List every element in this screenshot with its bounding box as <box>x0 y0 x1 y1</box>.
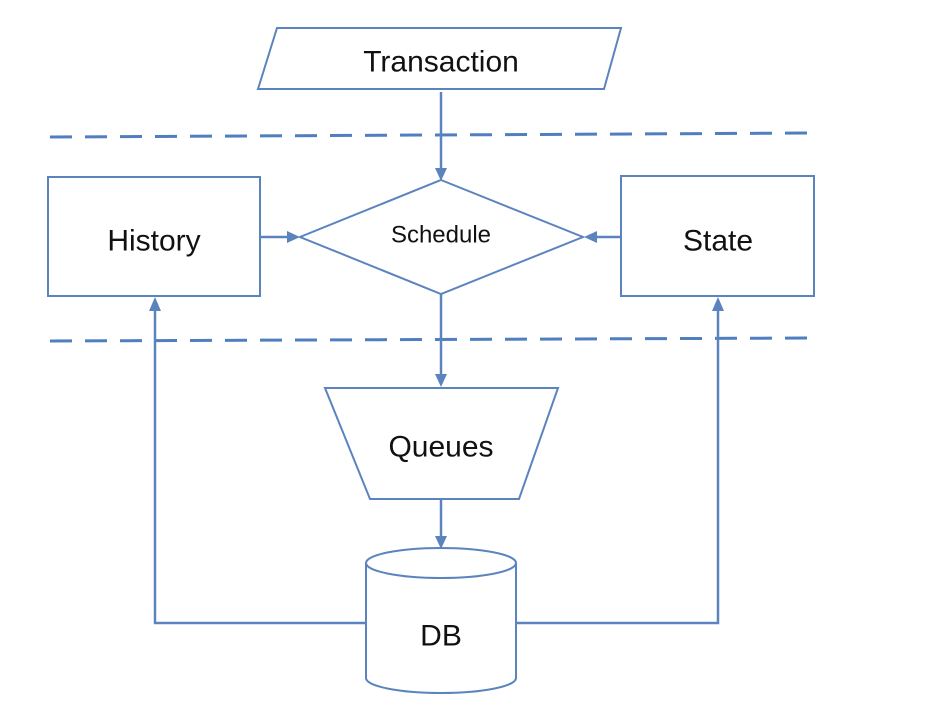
db-top-shape <box>365 547 517 579</box>
schedule-shape <box>297 178 586 296</box>
state-node: State <box>620 175 815 297</box>
transaction-node: Transaction <box>256 27 623 90</box>
transaction-label: Transaction <box>363 46 519 79</box>
db-label: DB <box>420 620 462 653</box>
lower-divider <box>49 336 816 343</box>
schedule-to-queues-arrowhead <box>435 374 447 387</box>
transaction-to-schedule-arrowhead <box>435 168 447 181</box>
schedule-node: Schedule <box>297 178 586 296</box>
db-to-history-connector <box>153 309 366 625</box>
db-node: DB <box>365 547 517 694</box>
history-shape <box>47 176 261 297</box>
state-to-schedule-arrowhead <box>584 231 597 243</box>
db-to-history-arrowhead <box>149 297 161 311</box>
db-body-shape <box>365 563 517 694</box>
queues-node: Queues <box>323 387 560 500</box>
history-node: History <box>47 176 261 297</box>
transaction-shape <box>256 27 623 90</box>
history-label: History <box>107 225 200 258</box>
queues-to-db-arrowhead <box>435 536 447 549</box>
schedule-label: Schedule <box>391 222 491 249</box>
upper-divider <box>49 131 816 139</box>
queues-label: Queues <box>388 431 493 464</box>
history-to-schedule-arrowhead <box>287 231 300 243</box>
db-to-state-arrowhead <box>712 297 724 311</box>
queues-shape <box>323 387 560 500</box>
state-label: State <box>683 225 753 258</box>
state-shape <box>620 175 815 297</box>
db-to-state-connector <box>517 309 720 625</box>
